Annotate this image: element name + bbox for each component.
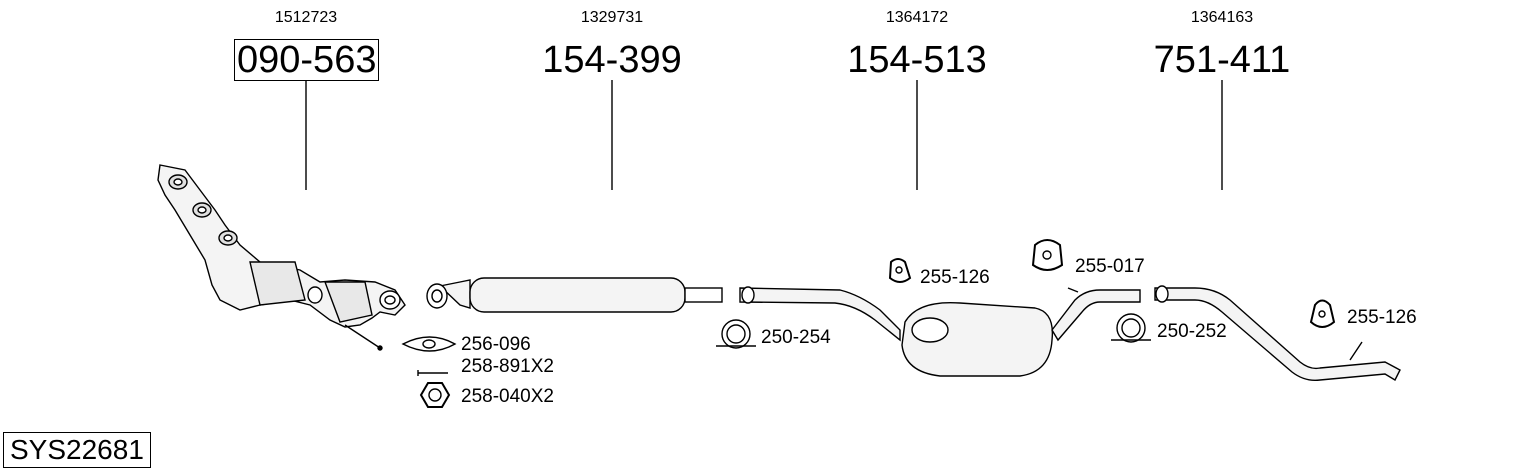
oe-number-1: 1512723: [274, 9, 338, 26]
part-number-1[interactable]: 090-563: [234, 39, 380, 81]
clamp-b-illustration: [1111, 313, 1151, 343]
tail-pipe-illustration: [1154, 285, 1401, 382]
hanger-c-label[interactable]: 255-126: [1347, 307, 1417, 328]
gasket-label[interactable]: 256-096: [461, 334, 531, 355]
front-pipe-illustration: [426, 277, 723, 313]
hanger-b-label[interactable]: 255-017: [1075, 256, 1145, 277]
hanger-c-illustration: [1309, 299, 1336, 328]
hanger-b-illustration: [1031, 239, 1079, 293]
hanger-a-illustration: [888, 258, 912, 283]
hanger-a-label[interactable]: 255-126: [920, 267, 990, 288]
manifold-catalyst-illustration: [157, 164, 406, 351]
clamp-b-label[interactable]: 250-252: [1157, 321, 1227, 342]
clamp-a-label[interactable]: 250-254: [761, 327, 831, 348]
clamp-a-illustration: [716, 319, 756, 349]
bolt-illustration: [417, 370, 448, 376]
part-number-3[interactable]: 154-513: [847, 39, 987, 81]
nut-label[interactable]: 258-040X2: [461, 386, 554, 407]
bolt-label[interactable]: 258-891X2: [461, 356, 554, 377]
system-number: SYS22681: [3, 432, 151, 468]
middle-silencer-illustration: [739, 286, 1141, 377]
oe-number-2: 1329731: [580, 9, 644, 26]
part-number-4[interactable]: 751-411: [1153, 39, 1291, 81]
oe-number-3: 1364172: [885, 9, 949, 26]
part-number-2[interactable]: 154-399: [542, 39, 682, 81]
oe-number-4: 1364163: [1190, 9, 1254, 26]
nut-illustration: [419, 382, 451, 408]
